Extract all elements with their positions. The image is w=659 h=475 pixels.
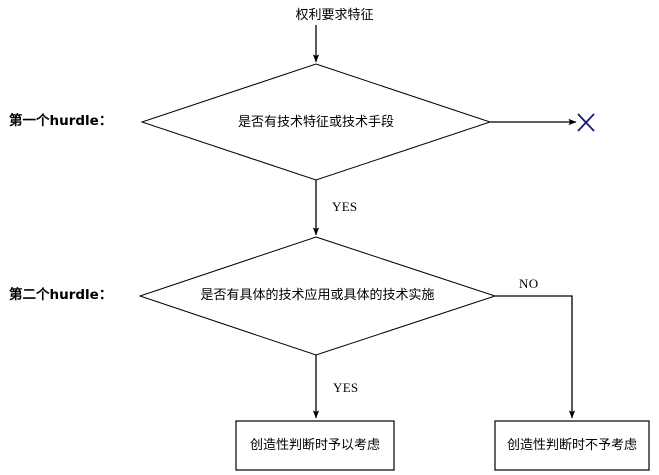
- outcome-left-label: 创造性判断时予以考虑: [249, 438, 380, 453]
- edge-label-decision2-yes: YES: [333, 380, 359, 395]
- decision-1-label: 是否有技术特征或技术手段: [237, 115, 394, 130]
- edge-decision2-no: [495, 295, 576, 419]
- outcome-box-right: [494, 420, 650, 471]
- start-label: 权利要求特征: [295, 8, 374, 23]
- outcome-box-left: [235, 420, 395, 471]
- decision-2-label: 是否有具体的技术应用或具体的技术实施: [200, 288, 435, 303]
- cross-mark-icon: [577, 113, 595, 132]
- edge-label-decision2-no: NO: [519, 276, 539, 291]
- stage-label-hurdle-1: 第一个hurdle：: [9, 113, 113, 129]
- outcome-right-label: 创造性判断时不予考虑: [506, 438, 637, 453]
- stage-label-hurdle-2: 第二个hurdle：: [9, 287, 113, 303]
- edge-label-decision1-yes: YES: [332, 199, 358, 214]
